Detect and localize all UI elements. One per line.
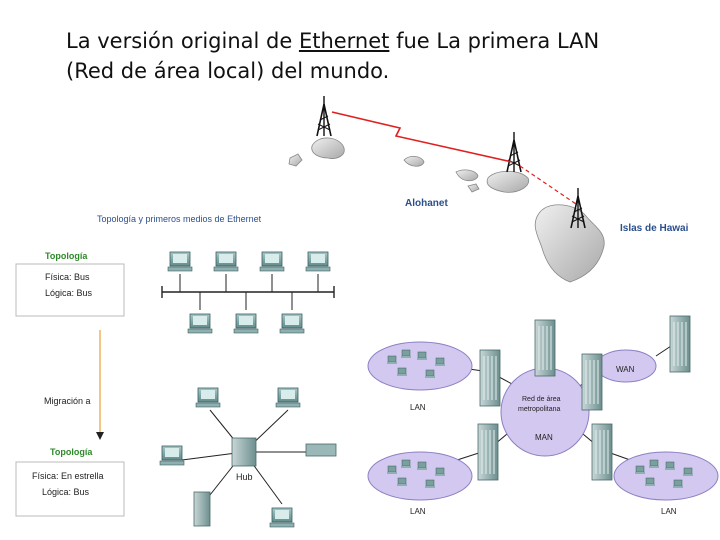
islands-label: Islas de Hawai: [620, 223, 689, 234]
alohanet-label: Alohanet: [405, 198, 448, 209]
hub-label: Hub: [236, 472, 253, 482]
arrow-head-icon: [96, 432, 104, 440]
man-line1: Red de área: [522, 396, 561, 403]
building-icon: [591, 423, 613, 481]
wan-label: WAN: [616, 365, 635, 374]
man-label: MAN: [535, 433, 553, 442]
box2-line1: Física: En estrella: [32, 471, 104, 481]
computer-icon: [167, 251, 193, 272]
computer-icon: [305, 251, 331, 272]
slide-title: La versión original de Ethernet fue La p…: [66, 26, 706, 86]
box2-line2: Lógica: Bus: [42, 487, 90, 497]
lan-cloud: [367, 341, 473, 391]
radio-link-dashed: [519, 165, 577, 205]
lan-cloud: [367, 451, 473, 501]
radio-link-line: [331, 111, 513, 163]
man-line2: metropolitana: [518, 406, 561, 413]
star-topology-box: [15, 461, 125, 517]
building-icon: [581, 353, 603, 411]
computer-icon: [269, 507, 295, 528]
migration-label: Migración a: [44, 396, 91, 406]
box2-title: Topología: [50, 447, 93, 457]
computer-icon: [233, 313, 259, 334]
title-line2: (Red de área local) del mundo.: [66, 59, 390, 83]
lan-label: LAN: [410, 507, 426, 516]
computer-icon: [259, 251, 285, 272]
box1-title: Topología: [45, 251, 88, 261]
hawaii-islands: [288, 137, 605, 283]
computer-icon: [275, 387, 301, 408]
radio-tower-icon: [316, 95, 332, 137]
computer-icon: [195, 387, 221, 408]
building-icon: [479, 349, 501, 407]
building-icon: [534, 319, 556, 377]
topology-heading: Topología y primeros medios de Ethernet: [97, 214, 262, 224]
star-computers: [159, 387, 301, 528]
lan-cloud: [613, 451, 719, 501]
radio-tower-icon: [506, 131, 522, 173]
server-icon: [193, 491, 211, 527]
hub-icon: [231, 437, 257, 467]
bus-topology-box: [15, 263, 125, 317]
printer-icon: [305, 443, 337, 457]
building-icon: [669, 315, 691, 373]
lan-label: LAN: [410, 403, 426, 412]
box1-line2: Lógica: Bus: [45, 288, 93, 298]
building-icon: [477, 423, 499, 481]
title-part2: fue La primera LAN: [389, 29, 600, 53]
computer-icon: [159, 445, 185, 466]
box1-line1: Física: Bus: [45, 272, 90, 282]
ethernet-link[interactable]: Ethernet: [298, 29, 390, 53]
lan-label: LAN: [661, 507, 677, 516]
computer-icon: [187, 313, 213, 334]
computer-icon: [279, 313, 305, 334]
title-part1: La versión original de: [66, 29, 299, 53]
computer-icon: [213, 251, 239, 272]
